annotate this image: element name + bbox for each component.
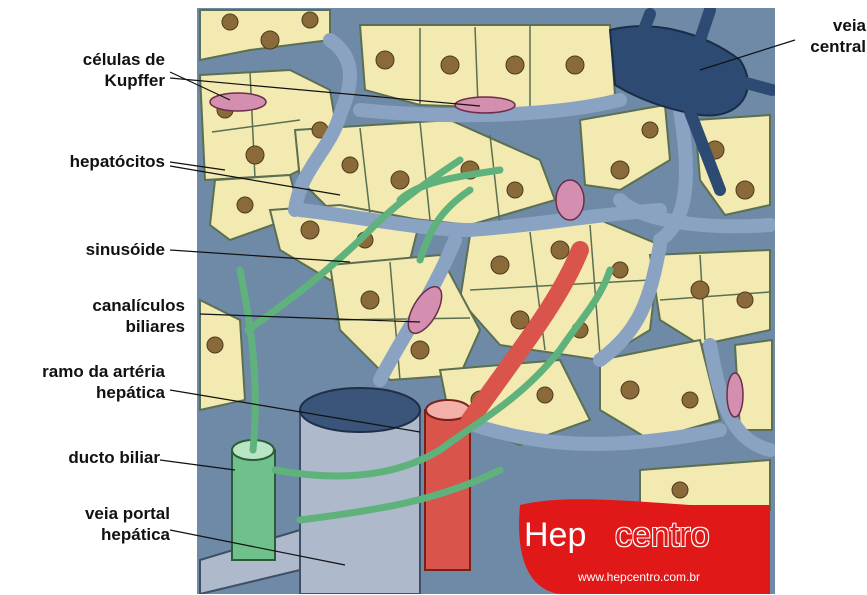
label-kupffer-line2: Kupffer [20, 70, 165, 91]
label-artery-line2: hepática [10, 382, 165, 403]
label-canaliculi-line1: canalículos [20, 295, 185, 316]
label-kupffer-line1: células de [20, 49, 165, 70]
logo-name-left: Hep [524, 516, 586, 555]
label-portal-vein-line1: veia portal [20, 503, 170, 524]
label-sinusoid: sinusóide [20, 239, 165, 260]
logo: Hep centro www.hepcentro.com.br [520, 510, 775, 594]
label-central-vein-line1: veia [798, 15, 866, 36]
label-hepatic-artery-branch: ramo da artéria hepática [10, 361, 165, 403]
logo-name-right: centro [615, 516, 710, 555]
label-artery-line1: ramo da artéria [10, 361, 165, 382]
label-central-vein: veia central [798, 15, 866, 57]
label-portal-vein-line2: hepática [20, 524, 170, 545]
logo-url: www.hepcentro.com.br [578, 570, 700, 584]
label-canaliculi-line2: biliares [20, 316, 185, 337]
label-bile-duct: ducto biliar [10, 447, 160, 468]
label-hepatocytes: hepatócitos [20, 151, 165, 172]
label-bile-canaliculi: canalículos biliares [20, 295, 185, 337]
label-portal-vein: veia portal hepática [20, 503, 170, 545]
label-kupffer-cells: células de Kupffer [20, 49, 165, 91]
label-central-vein-line2: central [798, 36, 866, 57]
